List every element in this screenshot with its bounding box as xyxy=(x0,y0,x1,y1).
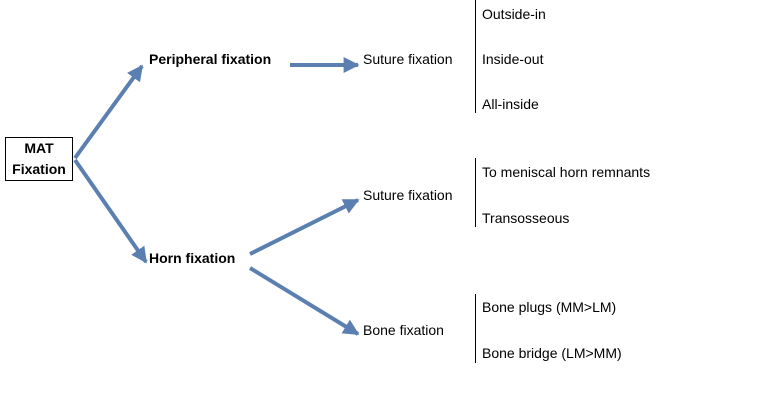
peripheral-fixation-label: Peripheral fixation xyxy=(149,51,272,67)
horn-suture-options-bracket xyxy=(475,158,476,227)
arrow-root-to-peripheral xyxy=(73,64,144,160)
horn-suture-fixation-label: Suture fixation xyxy=(363,187,453,203)
arrow-horn-to-bone xyxy=(248,266,360,336)
option-all-inside: All-inside xyxy=(482,96,539,112)
bone-options-bracket xyxy=(475,294,476,363)
peripheral-suture-fixation-label: Suture fixation xyxy=(363,51,453,67)
root-label-line2: Fixation xyxy=(12,161,66,177)
arrow-horn-to-suture xyxy=(249,198,360,256)
peripheral-options-bracket xyxy=(475,0,476,113)
option-inside-out: Inside-out xyxy=(482,51,544,67)
arrow-root-to-horn xyxy=(73,158,148,264)
root-node: MAT Fixation xyxy=(5,137,73,181)
option-outside-in: Outside-in xyxy=(482,6,546,22)
option-meniscal-horn-remnants: To meniscal horn remnants xyxy=(482,164,651,180)
option-transosseous: Transosseous xyxy=(482,210,570,226)
option-bone-plugs: Bone plugs (MM>LM) xyxy=(482,299,617,315)
option-bone-bridge: Bone bridge (LM>MM) xyxy=(482,345,622,361)
root-label-line1: MAT xyxy=(24,140,54,156)
bone-fixation-label: Bone fixation xyxy=(363,322,444,338)
horn-fixation-label: Horn fixation xyxy=(149,250,236,266)
